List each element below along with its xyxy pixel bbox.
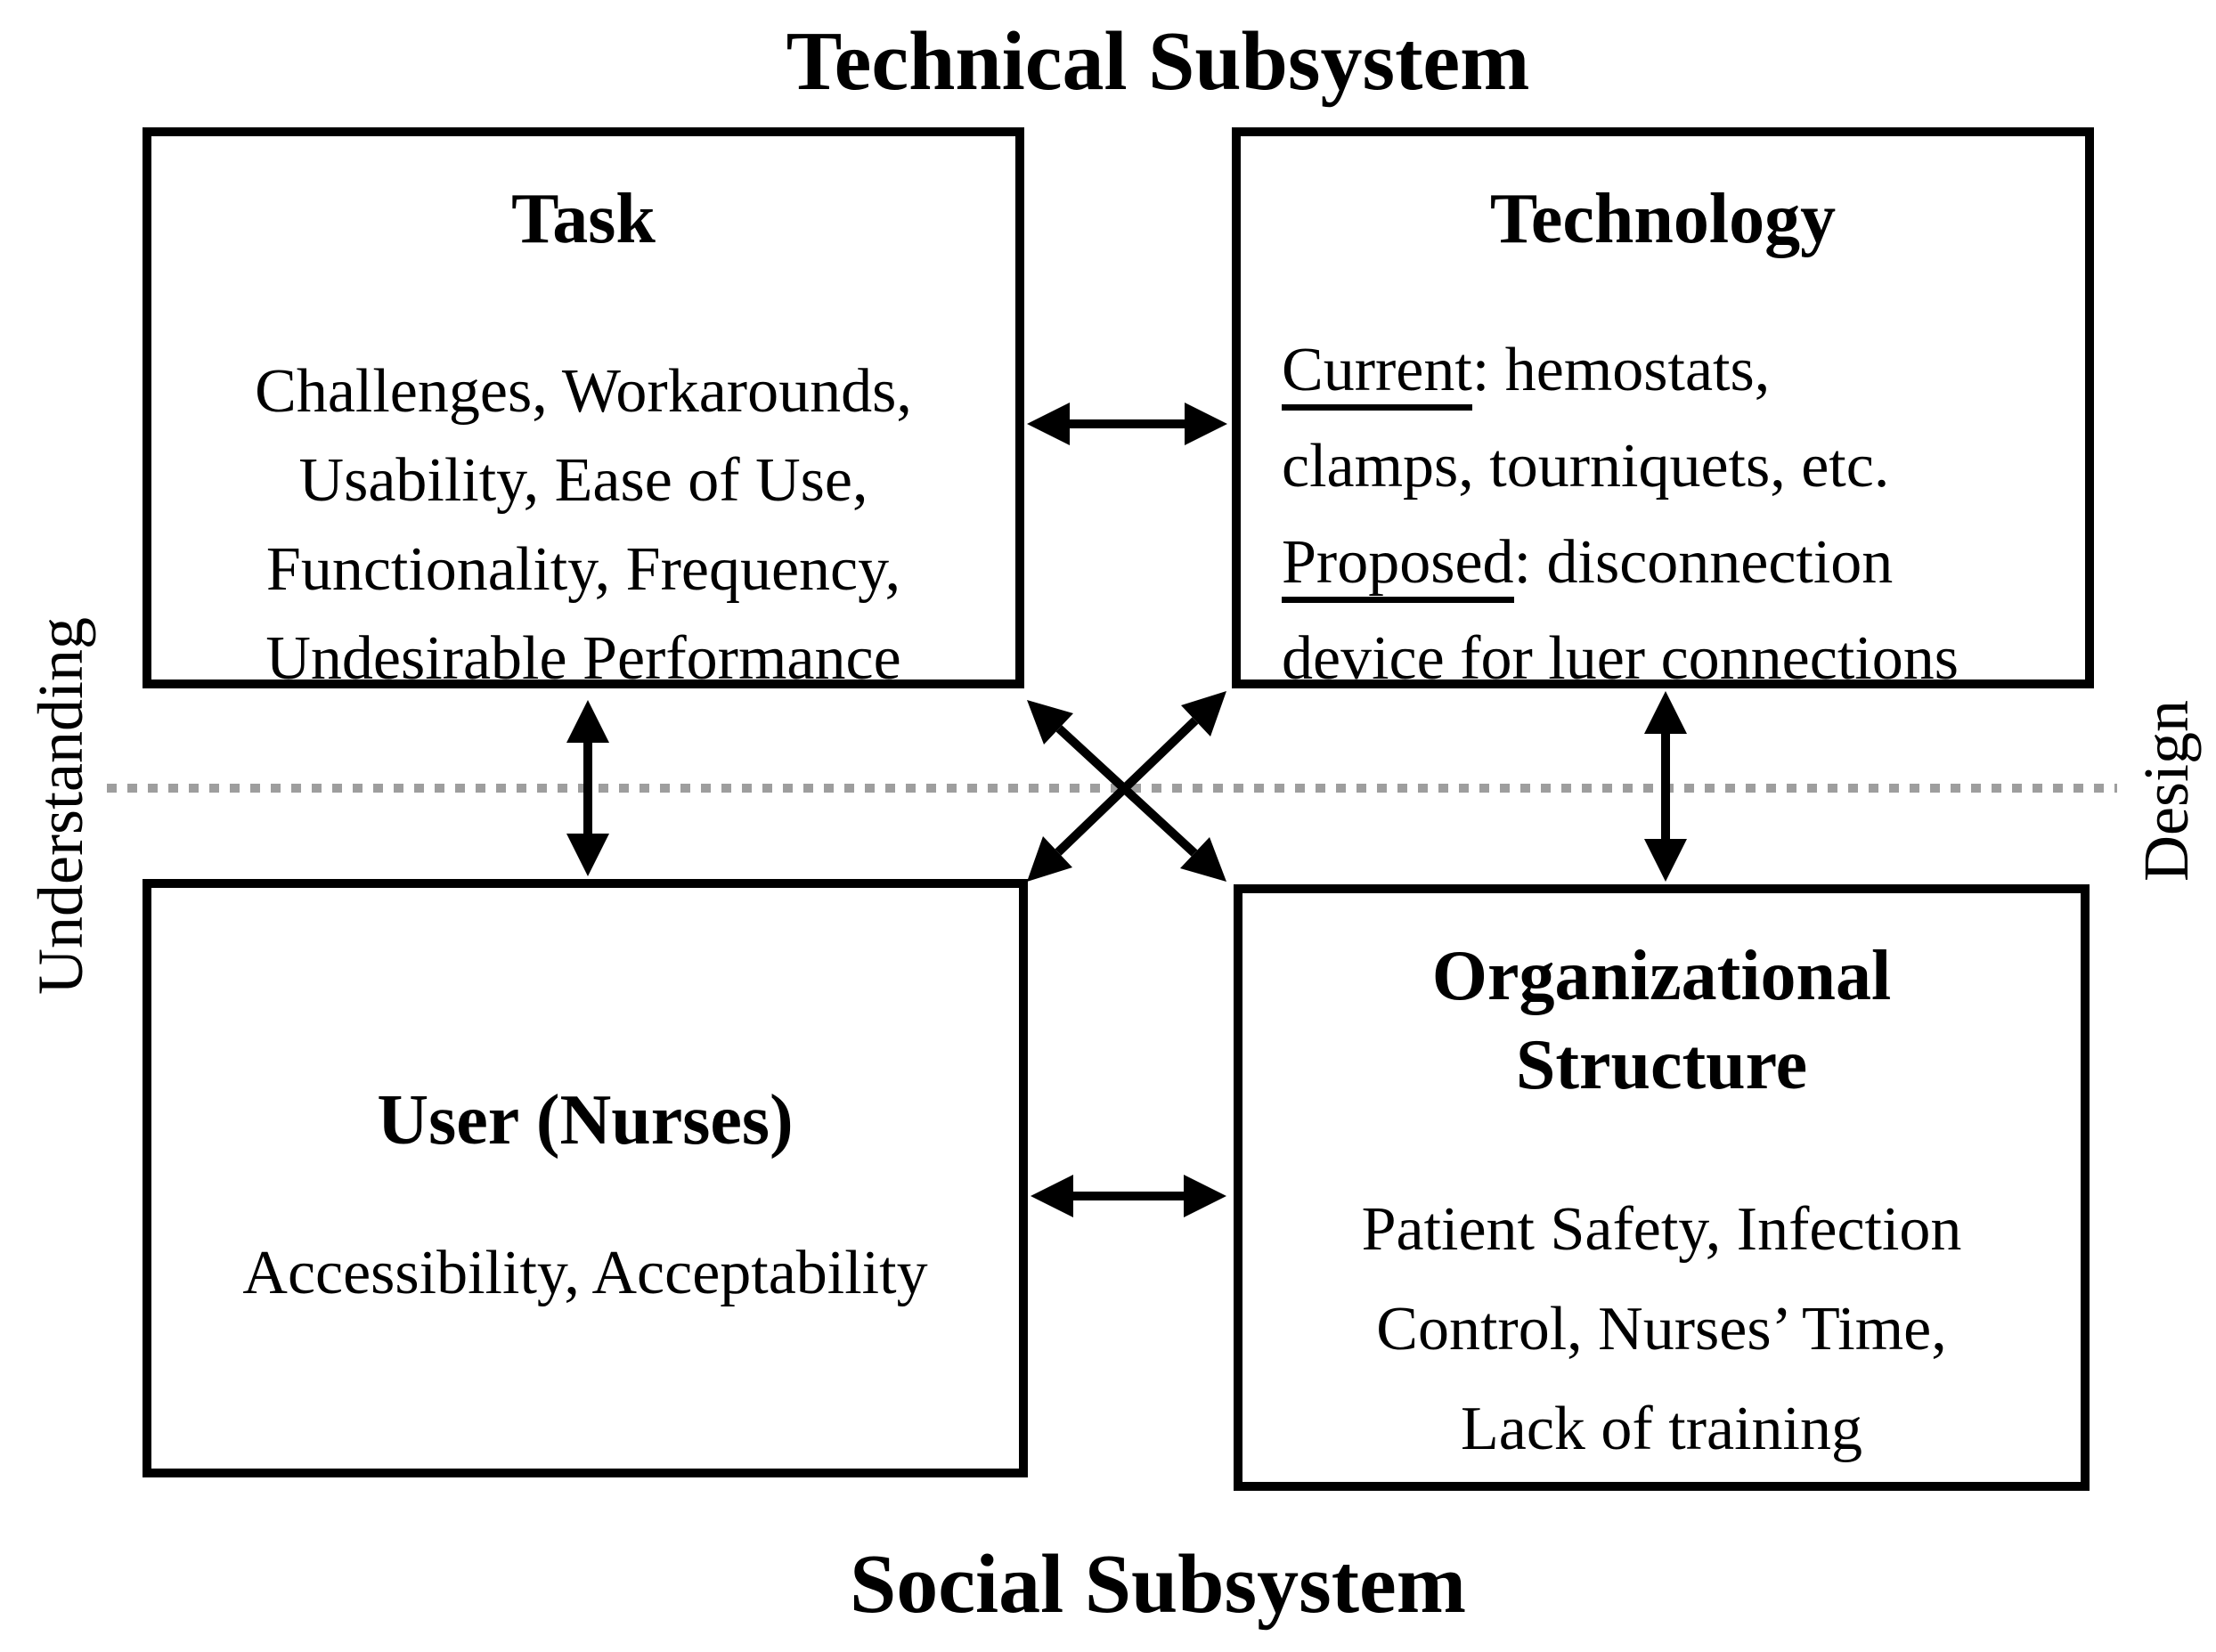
social-subsystem-title: Social Subsystem (849, 1538, 1467, 1631)
arrowhead-up-icon (1644, 691, 1687, 734)
arrowhead-right-icon (1185, 403, 1227, 445)
technology-body-line: Proposed: disconnection (1282, 515, 2078, 611)
technology-heading: Technology (1489, 180, 1837, 258)
technology-box: Technology Current: hemostats, clamps, t… (1232, 127, 2094, 693)
user-nurses-body-line: Accessibility, Acceptability (242, 1239, 928, 1307)
technology-user-arrow (1027, 691, 1226, 882)
arrowhead-upleft-icon (1027, 700, 1073, 745)
task-box: Task Challenges, Workarounds, Usability,… (143, 127, 1024, 693)
organizational-structure-body-line: Patient Safety, Infection (1361, 1195, 1962, 1264)
arrowhead-down-icon (1644, 839, 1687, 882)
task-body-line: Challenges, Workarounds, (255, 357, 912, 426)
arrowhead-downleft-icon (1027, 836, 1072, 882)
arrowhead-up-icon (566, 700, 609, 743)
user-nurses-box: User (Nurses) Accessibility, Acceptabili… (143, 879, 1028, 1477)
organizational-structure-body: Patient Safety, Infection Control, Nurse… (1242, 1180, 2081, 1479)
task-body: Challenges, Workarounds, Usability, Ease… (151, 347, 1015, 704)
arrowhead-right-icon (1184, 1175, 1226, 1217)
arrowhead-left-icon (1031, 1175, 1073, 1217)
technology-body-line: clamps, tourniquets, etc. (1282, 419, 2078, 515)
organizational-structure-body-line: Lack of training (1461, 1395, 1862, 1463)
user-organizational-structure-arrow (1031, 1175, 1226, 1217)
task-body-line: Undesirable Performance (265, 624, 901, 693)
technology-body-text: : disconnection (1513, 528, 1894, 597)
arrowhead-downright-icon (1180, 837, 1226, 882)
user-nurses-heading: User (Nurses) (377, 1081, 794, 1160)
arrowhead-down-icon (566, 834, 609, 876)
arrowhead-left-icon (1027, 403, 1070, 445)
task-user-arrow (566, 700, 609, 876)
organizational-structure-heading: Organizational Structure (1242, 932, 2081, 1110)
task-body-line: Usability, Ease of Use, (298, 446, 868, 515)
user-nurses-body: Accessibility, Acceptability (151, 1229, 1019, 1318)
technical-subsystem-title: Technical Subsystem (786, 15, 1530, 108)
proposed-underlined-term: Proposed (1282, 528, 1514, 603)
organizational-structure-body-line: Control, Nurses’ Time, (1376, 1295, 1947, 1363)
task-body-line: Functionality, Frequency, (265, 535, 901, 604)
arrowhead-upright-icon (1181, 691, 1226, 736)
technology-body: Current: hemostats, clamps, tourniquets,… (1241, 322, 2085, 707)
technology-body-text: clamps, tourniquets, etc. (1282, 432, 1890, 500)
task-heading: Task (511, 180, 656, 258)
current-underlined-term: Current (1282, 336, 1472, 411)
technology-organizational-structure-arrow (1644, 691, 1687, 882)
organizational-structure-heading-line: Structure (1515, 1026, 1808, 1104)
technology-body-line: device for luer connections (1282, 611, 2078, 707)
organizational-structure-heading-line: Organizational (1431, 937, 1892, 1015)
organizational-structure-box: Organizational Structure Patient Safety,… (1234, 884, 2090, 1491)
technology-body-line: Current: hemostats, (1282, 322, 2078, 419)
task-technology-arrow (1027, 403, 1227, 445)
technology-body-text: : hemostats, (1471, 336, 1771, 404)
technology-body-text: device for luer connections (1282, 624, 1959, 693)
